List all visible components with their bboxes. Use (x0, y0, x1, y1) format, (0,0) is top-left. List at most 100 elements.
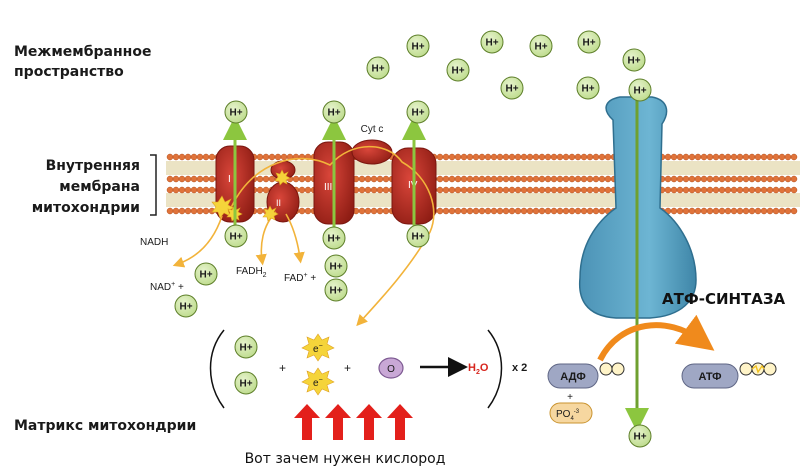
lipid-head (382, 175, 390, 183)
phosphate-label: PO4-3 (556, 409, 580, 422)
lipid-head (466, 186, 474, 194)
lipid-head (382, 186, 390, 194)
phosphate: PO4-3 (549, 402, 593, 424)
lipid-head (712, 153, 720, 161)
lipid-head (496, 153, 504, 161)
lipid-head (520, 186, 528, 194)
lipid-head (178, 186, 186, 194)
lipid-head (568, 186, 576, 194)
lipid-head (736, 207, 744, 215)
lipid-head (736, 186, 744, 194)
lipid-head (550, 207, 558, 215)
lipid-head (574, 153, 582, 161)
lipid-head (502, 186, 510, 194)
lipid-head (694, 175, 702, 183)
lipid-head (304, 186, 312, 194)
h-ion: H+ (622, 48, 646, 72)
oxygen-atom: O (378, 357, 404, 379)
lipid-head (292, 175, 300, 183)
lipid-head (730, 175, 738, 183)
lipid-head (208, 175, 216, 183)
lipid-head (742, 153, 750, 161)
lipid-head (724, 207, 732, 215)
lipid-head (778, 153, 786, 161)
lipid-head (748, 207, 756, 215)
lipid-head (268, 153, 276, 161)
lipid-head (178, 207, 186, 215)
complex-III-label: III (324, 182, 332, 193)
atp-synthase-label: АТФ-СИНТАЗА (662, 290, 786, 308)
lipid-head (598, 207, 606, 215)
lipid-head (478, 153, 486, 161)
lipid-head (490, 175, 498, 183)
lipid-head (376, 186, 384, 194)
h-ion: H+ (224, 100, 248, 124)
lipid-head (682, 175, 690, 183)
lipid-head (436, 186, 444, 194)
lipid-head (718, 153, 726, 161)
lipid-head (706, 207, 714, 215)
inner-membrane-label: Внутренняя мембрана митохондрии (32, 154, 157, 216)
lipid-head (568, 207, 576, 215)
lipid-head (676, 186, 684, 194)
lipid-head (196, 186, 204, 194)
h-ion-label: H+ (411, 232, 424, 243)
lipid-head (172, 175, 180, 183)
lipid-head (364, 175, 372, 183)
lipid-head (592, 186, 600, 194)
cytochrome-c: Cyt c (351, 124, 393, 165)
h-ion: H+ (406, 100, 430, 124)
lipid-head (760, 186, 768, 194)
big-red-arrows (294, 404, 413, 440)
lipid-head (358, 207, 366, 215)
inner-membrane-label-line3: митохондрии (32, 200, 140, 216)
lipid-head (484, 207, 492, 215)
lipid-head (688, 207, 696, 215)
lipid-head (208, 186, 216, 194)
fadh2-label: FADH2 (236, 266, 267, 279)
lipid-head (202, 175, 210, 183)
lipid-head (736, 153, 744, 161)
proton-ions: H+H+H+H+H+H+H+H+H+H+H+H+H+H+H+H+H+H+H+H+… (174, 30, 652, 448)
lipid-head (712, 207, 720, 215)
lipid-head (736, 175, 744, 183)
lipid-head (556, 175, 564, 183)
lipid-head (568, 153, 576, 161)
h-ion-label: H+ (485, 38, 498, 49)
h-ion: H+ (174, 294, 198, 318)
complex-I-label: I (228, 174, 231, 185)
lipid-head (190, 175, 198, 183)
lipid-head (526, 207, 534, 215)
times-two-label: x 2 (512, 362, 527, 374)
lipid-head (514, 153, 522, 161)
lipid-head (778, 186, 786, 194)
lipid-head (454, 175, 462, 183)
lipid-head (688, 153, 696, 161)
lipid-head (784, 186, 792, 194)
lipid-head (304, 207, 312, 215)
lipid-head (448, 175, 456, 183)
h-ion: H+ (234, 371, 258, 395)
lipid-head (538, 175, 546, 183)
h-ion: H+ (480, 30, 504, 54)
lipid-head (370, 175, 378, 183)
electron-label-2: e− (313, 377, 323, 389)
lipid-head (490, 186, 498, 194)
h-ion: H+ (194, 262, 218, 286)
lipid-head (526, 186, 534, 194)
lipid-head (508, 153, 516, 161)
lipid-head (442, 175, 450, 183)
lipid-head (382, 207, 390, 215)
lipid-head (730, 186, 738, 194)
lipid-head (514, 207, 522, 215)
lipid-head (358, 175, 366, 183)
lipid-head (208, 153, 216, 161)
lipid-head (502, 175, 510, 183)
lipid-head (376, 207, 384, 215)
lipid-head (496, 207, 504, 215)
lipid-head (670, 207, 678, 215)
adp-molecule: АДФ (547, 362, 625, 389)
lipid-head (184, 153, 192, 161)
adp-plus-sign: + (567, 392, 573, 403)
lipid-head (760, 153, 768, 161)
